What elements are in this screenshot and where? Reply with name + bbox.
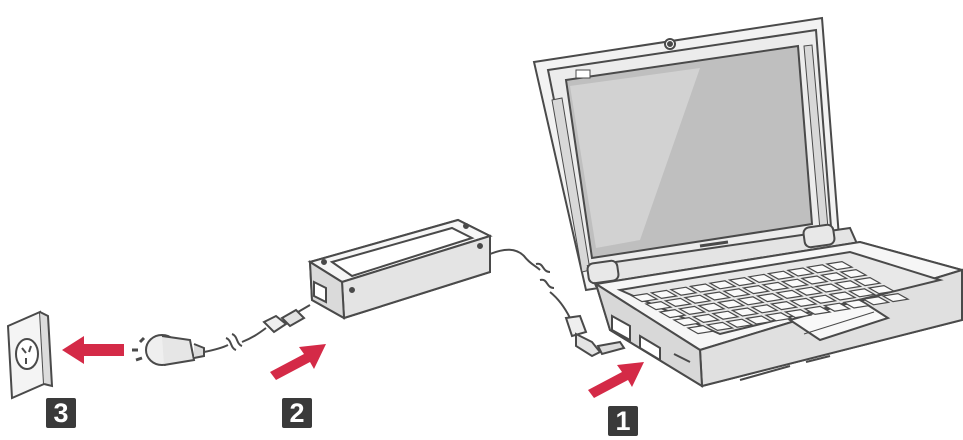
- step-2-badge: 2: [282, 398, 312, 428]
- step-3-badge: 3: [46, 398, 76, 428]
- power-adapter-icon: [310, 220, 490, 318]
- laptop-icon: [534, 18, 962, 386]
- power-cord: [204, 305, 310, 352]
- wall-outlet-icon: [8, 312, 52, 398]
- arrow-step-3: [62, 336, 124, 364]
- step-1-badge: 1: [608, 406, 638, 436]
- arrow-step-2: [270, 344, 326, 380]
- power-plug-icon: [132, 335, 204, 365]
- arrow-step-1: [588, 362, 644, 398]
